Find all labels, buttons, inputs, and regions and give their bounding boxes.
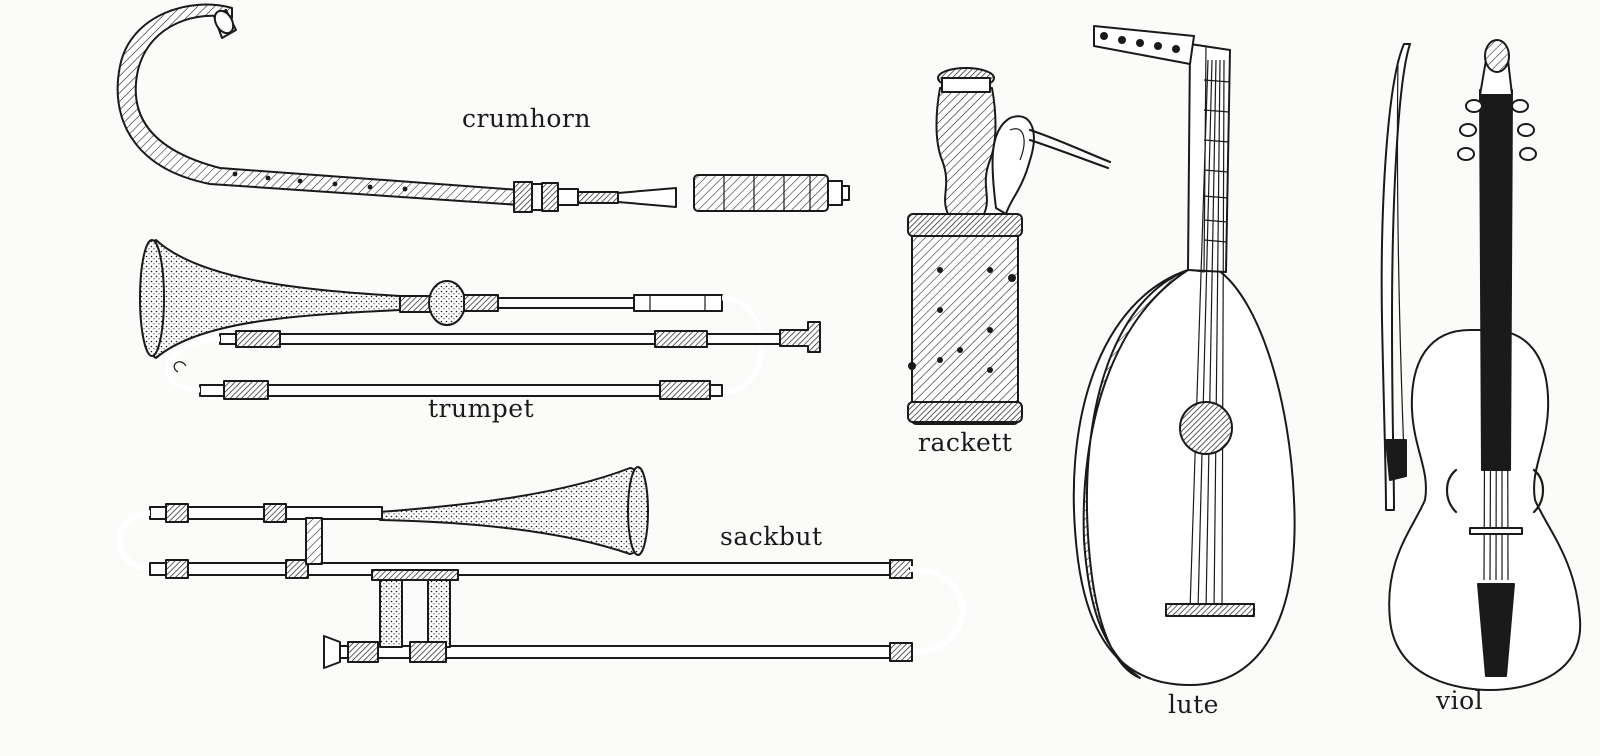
crumhorn-finger-holes [232,171,408,192]
viol-drawing [1388,39,1582,691]
lute-pegs [1100,32,1180,53]
viol-strings [1483,95,1509,581]
label-crumhorn: crumhorn [462,104,591,133]
label-lute: lute [1168,690,1219,719]
rackett-holes [937,267,993,373]
viol-pegs [1457,99,1537,161]
rackett-drawing [907,67,1112,425]
label-rackett: rackett [918,428,1013,457]
trumpet-drawing [139,239,821,400]
label-trumpet: trumpet [428,394,535,423]
sackbut-drawing [117,466,966,669]
lute-strings [1189,59,1225,611]
label-viol: viol [1436,686,1484,715]
label-sackbut: sackbut [720,522,823,551]
lute-drawing [1072,25,1296,686]
bow-drawing [1380,43,1411,511]
crumhorn-drawing [116,3,850,213]
